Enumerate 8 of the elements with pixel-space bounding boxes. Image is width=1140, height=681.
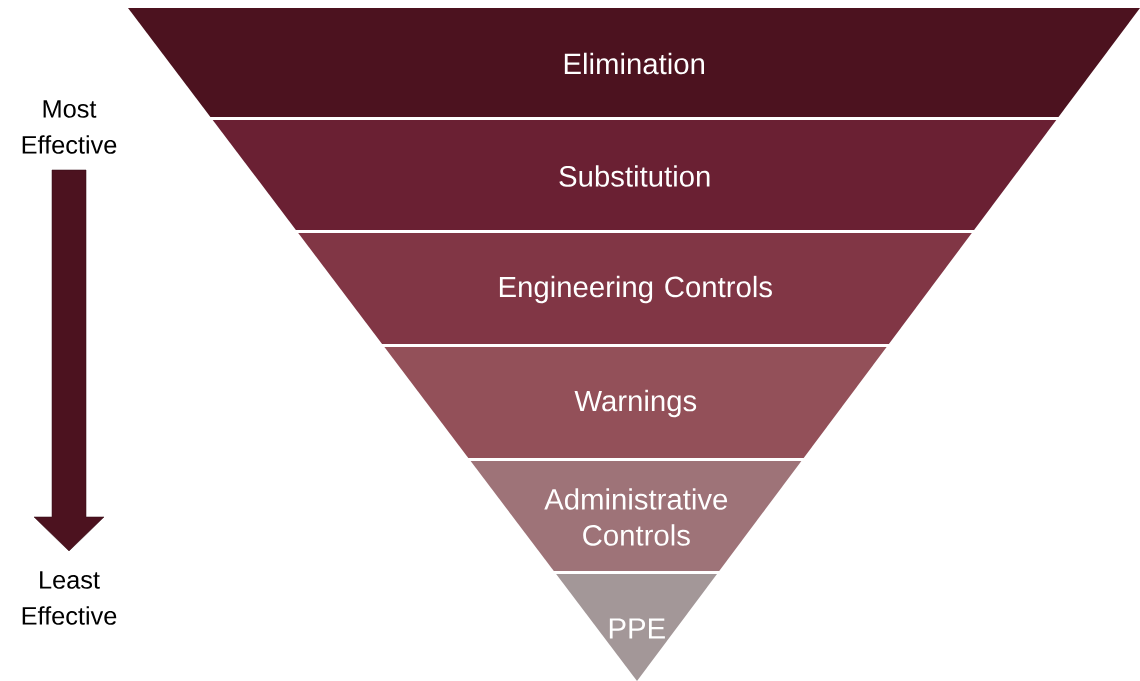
hierarchy-band: Engineering Controls bbox=[298, 233, 972, 344]
hierarchy-band: Administrative Controls bbox=[470, 461, 802, 571]
hierarchy-band: Warnings bbox=[384, 347, 887, 458]
hierarchy-band: Elimination bbox=[128, 8, 1140, 117]
hierarchy-band: PPE bbox=[556, 574, 717, 681]
scale-label: Most Effective bbox=[22, 100, 117, 154]
hierarchy-band: Substitution bbox=[212, 120, 1057, 230]
scale-label: Least Effective bbox=[22, 571, 117, 625]
